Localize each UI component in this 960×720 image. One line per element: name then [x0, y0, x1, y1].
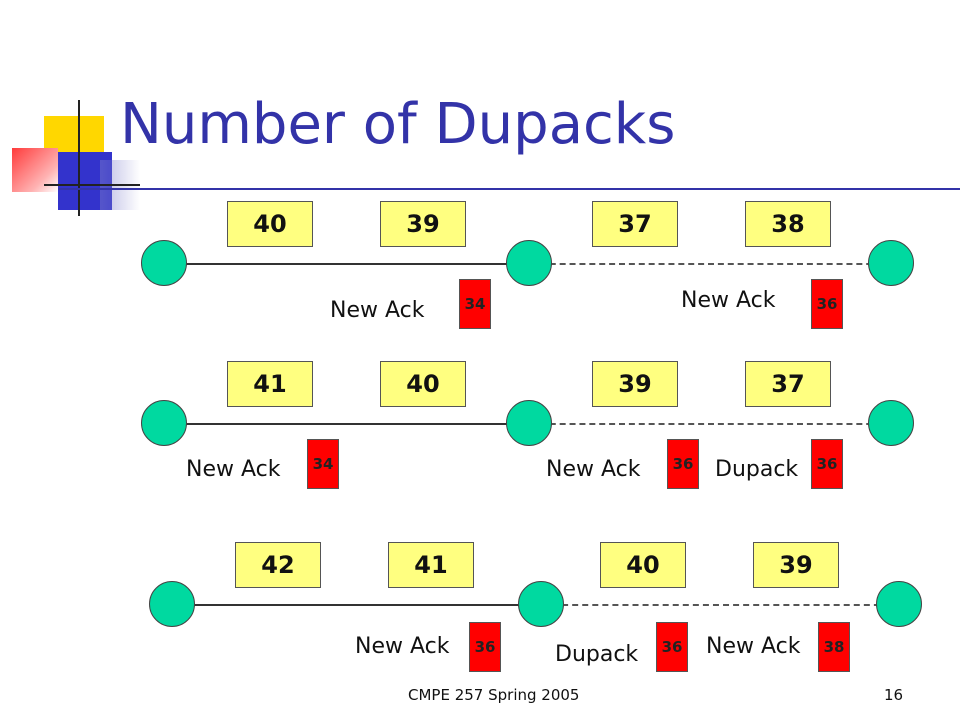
- row3-dashed-link: [542, 604, 900, 606]
- row1-dashed-link: [530, 263, 892, 265]
- row3-ack-box: 36: [469, 622, 501, 672]
- footer-course: CMPE 257 Spring 2005: [408, 686, 580, 704]
- row1-ack-box: 36: [811, 279, 843, 329]
- row3-ack-box: 36: [656, 622, 688, 672]
- row2-ack-box: 36: [811, 439, 843, 489]
- row3-ack-label: New Ack: [706, 634, 801, 659]
- row1-packet: 38: [745, 201, 831, 247]
- row3-router-node: [518, 581, 564, 627]
- row1-ack-box: 34: [459, 279, 491, 329]
- row3-receiver-node: [876, 581, 922, 627]
- row3-ack-box: 38: [818, 622, 850, 672]
- row3-packet: 39: [753, 542, 839, 588]
- row1-packet: 39: [380, 201, 466, 247]
- logo-horizontal-line: [44, 184, 140, 186]
- row3-packet: 42: [235, 542, 321, 588]
- row2-packet: 40: [380, 361, 466, 407]
- row2-packet: 39: [592, 361, 678, 407]
- row2-ack-label: New Ack: [186, 457, 281, 482]
- row3-sender-node: [149, 581, 195, 627]
- row2-sender-node: [141, 400, 187, 446]
- row2-dashed-link: [530, 423, 892, 425]
- row1-packet: 40: [227, 201, 313, 247]
- row1-sender-node: [141, 240, 187, 286]
- row1-solid-link: [164, 263, 528, 265]
- row2-solid-link: [164, 423, 528, 425]
- slide-title: Number of Dupacks: [120, 92, 676, 157]
- row3-ack-label: New Ack: [355, 634, 450, 659]
- row3-ack-label: Dupack: [555, 642, 639, 667]
- row2-router-node: [506, 400, 552, 446]
- row2-packet: 37: [745, 361, 831, 407]
- page-number: 16: [884, 686, 904, 704]
- row3-packet: 41: [388, 542, 474, 588]
- row3-packet: 40: [600, 542, 686, 588]
- row1-router-node: [506, 240, 552, 286]
- row2-ack-box: 36: [667, 439, 699, 489]
- row3-solid-link: [172, 604, 540, 606]
- row1-receiver-node: [868, 240, 914, 286]
- row1-ack-label: New Ack: [330, 298, 425, 323]
- logo-vertical-line: [78, 100, 80, 216]
- row2-ack-box: 34: [307, 439, 339, 489]
- row2-ack-label: Dupack: [715, 457, 799, 482]
- row2-receiver-node: [868, 400, 914, 446]
- row1-ack-label: New Ack: [681, 288, 776, 313]
- title-underline: [58, 188, 960, 190]
- row2-packet: 41: [227, 361, 313, 407]
- logo-decoration: [0, 100, 140, 220]
- row1-packet: 37: [592, 201, 678, 247]
- row2-ack-label: New Ack: [546, 457, 641, 482]
